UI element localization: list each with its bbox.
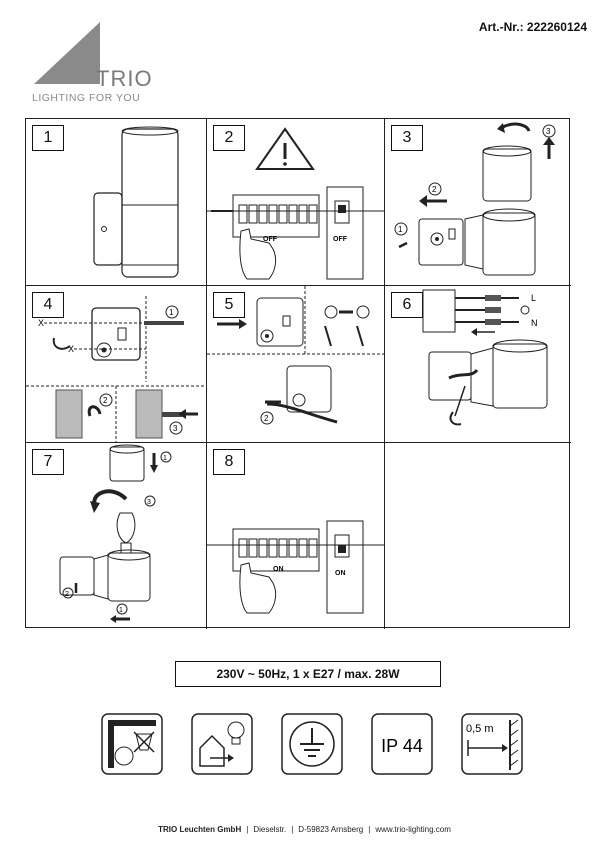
- step-number: 5: [213, 292, 245, 318]
- step-number: 6: [391, 292, 423, 318]
- hand-icon: [239, 562, 277, 614]
- lamp-overview-illustration: [93, 126, 179, 278]
- svg-text:2: 2: [103, 396, 108, 405]
- warning-icon: [255, 127, 315, 170]
- hand-icon: [239, 228, 277, 280]
- step-3-panel: 3 3 2 1: [385, 119, 571, 286]
- company-name: TRIO Leuchten GmbH: [158, 825, 242, 834]
- svg-text:IP 44: IP 44: [381, 736, 423, 756]
- svg-text:N: N: [531, 318, 538, 328]
- light-bulb-icon: [116, 512, 136, 544]
- svg-text:2: 2: [264, 414, 269, 423]
- wiring-illustration: L N: [422, 289, 548, 426]
- trio-logo: TRIO LIGHTING FOR YOU: [30, 22, 160, 104]
- footer: TRIO Leuchten GmbH|Dieselstr.|D-59823 Ar…: [158, 825, 451, 834]
- step-6-panel: 6 L N: [385, 286, 571, 443]
- disassemble-illustration: 3 2 1: [394, 122, 556, 276]
- step-1-panel: 1: [26, 119, 207, 286]
- brand-name: TRIO: [96, 66, 153, 91]
- power-off-illustration: OFF OFF: [207, 127, 385, 280]
- on-label-a: ON: [273, 566, 284, 573]
- mounting-illustration: X X 1 2 3: [26, 296, 207, 443]
- ip44-icon: IP 44: [371, 713, 433, 775]
- svg-text:3: 3: [173, 424, 178, 433]
- instruction-grid: 1 2 OFF: [25, 118, 571, 629]
- step-8-panel: 8 ON ON: [207, 443, 385, 629]
- svg-text:3: 3: [147, 499, 151, 506]
- svg-text:L: L: [531, 293, 536, 303]
- on-label-b: ON: [335, 570, 346, 577]
- step-5-panel: 5 2: [207, 286, 385, 443]
- min-distance-icon: 0,5 m: [461, 713, 523, 775]
- ground-icon: [520, 305, 530, 315]
- step-number: 2: [213, 125, 245, 151]
- svg-text:1: 1: [119, 607, 123, 614]
- svg-text:1: 1: [163, 455, 167, 462]
- step-number: 4: [32, 292, 64, 318]
- svg-text:3: 3: [546, 127, 551, 136]
- street: Dieselstr.: [253, 825, 287, 834]
- svg-text:1: 1: [398, 225, 403, 234]
- off-label-b: OFF: [333, 236, 348, 243]
- cable-insert-illustration: 2: [207, 286, 385, 425]
- step-number: 7: [32, 449, 64, 475]
- article-number: Art.-Nr.: 222260124: [478, 20, 587, 34]
- logo-triangle-icon: [34, 22, 100, 84]
- svg-text:X: X: [68, 344, 74, 354]
- indoor-outdoor-icon: [191, 713, 253, 775]
- svg-text:1: 1: [169, 308, 174, 317]
- earth-ground-icon: [281, 713, 343, 775]
- step-number: 3: [391, 125, 423, 151]
- website-link[interactable]: www.trio-lighting.com: [375, 825, 451, 834]
- svg-text:2: 2: [432, 185, 437, 194]
- brand-tagline: LIGHTING FOR YOU: [32, 92, 141, 104]
- step-7-panel: 7 1 3 2 1: [26, 443, 207, 629]
- step-number: 1: [32, 125, 64, 151]
- empty-panel: [385, 443, 571, 629]
- step-4-panel: 4 X X 1 2 3: [26, 286, 207, 443]
- city: D-59823 Arnsberg: [298, 825, 364, 834]
- off-label-a: OFF: [263, 236, 278, 243]
- svg-text:0,5 m: 0,5 m: [466, 723, 494, 735]
- svg-text:X: X: [38, 318, 44, 328]
- svg-text:2: 2: [65, 591, 69, 598]
- step-2-panel: 2 OFF OFF: [207, 119, 385, 286]
- no-bulb-icon: [101, 713, 163, 775]
- power-on-illustration: ON ON: [207, 520, 385, 614]
- electrical-spec: 230V ~ 50Hz, 1 x E27 / max. 28W: [175, 661, 441, 687]
- step-number: 8: [213, 449, 245, 475]
- bulb-and-assembly-illustration: 1 3 2 1: [59, 444, 172, 623]
